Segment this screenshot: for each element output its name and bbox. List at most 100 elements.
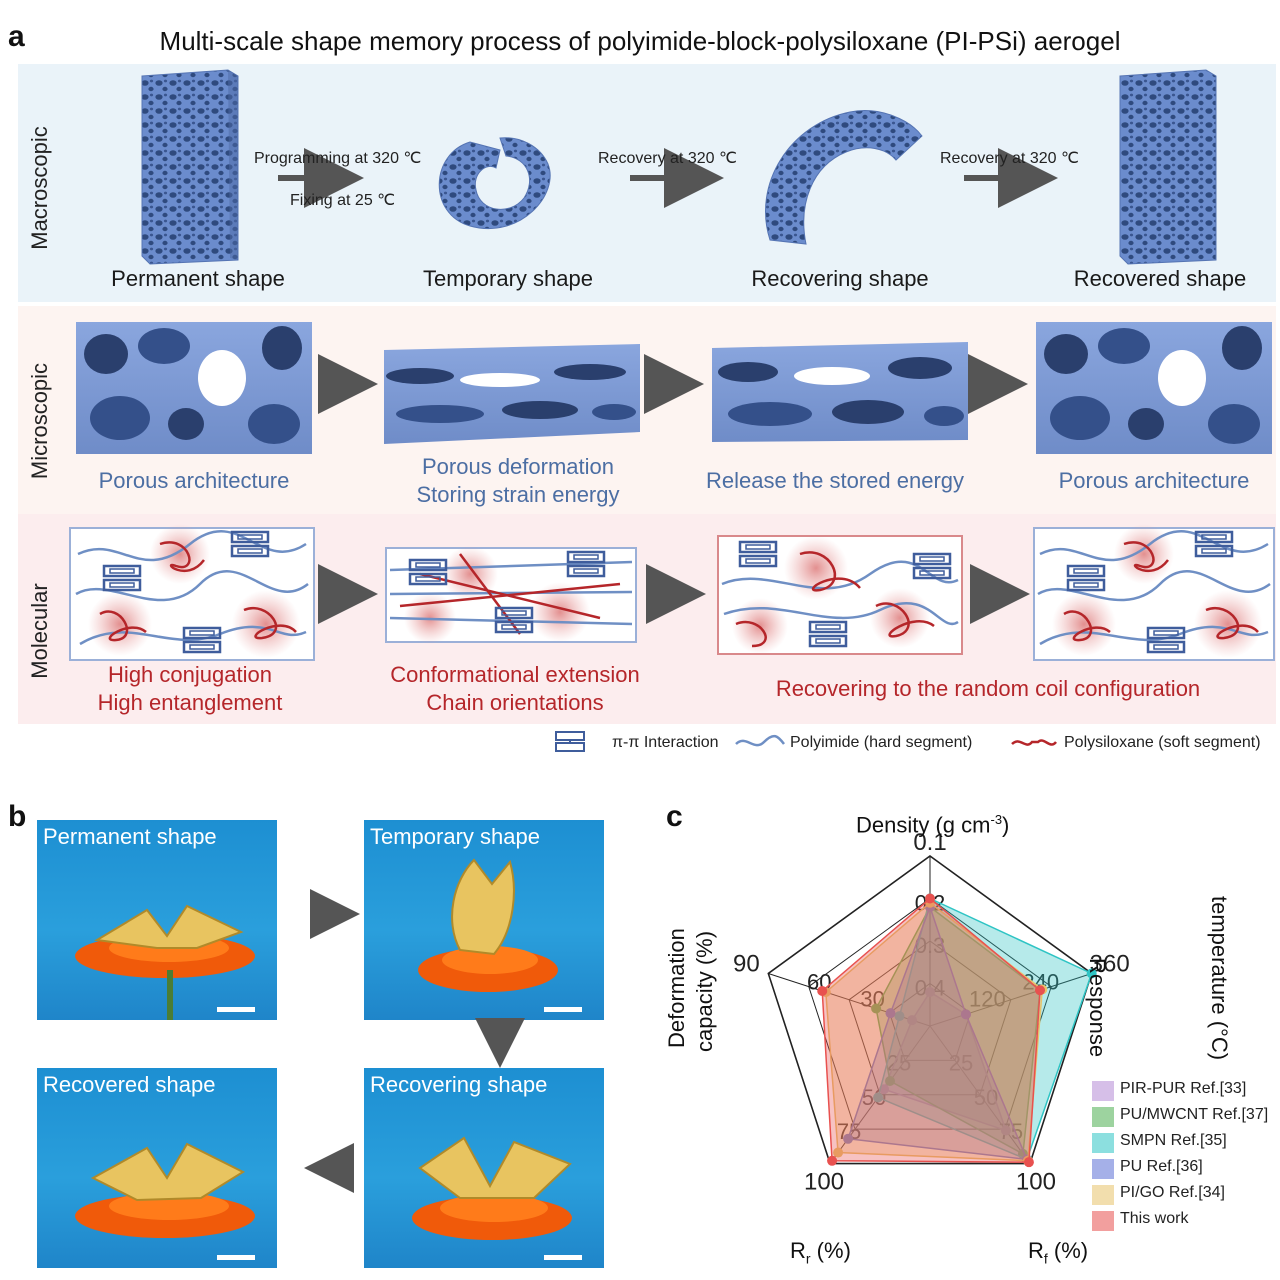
radar-series-area: [821, 897, 1041, 1163]
mol-caption-2-line1: Conformational extension: [390, 662, 640, 687]
recovered-foam-block: [1119, 69, 1217, 265]
legend-item: PI/GO Ref.[34]: [1092, 1182, 1280, 1206]
scale-bar: [544, 1007, 582, 1012]
legend-swatch: [1092, 1211, 1114, 1231]
macroscopic-illustrations: [141, 69, 1217, 265]
molecular-box-3: [717, 535, 963, 655]
arrow1-bottom-label: Fixing at 25 ℃: [290, 192, 396, 209]
radar-grid-ring: [767, 855, 1093, 1165]
scale-bar: [217, 1255, 255, 1260]
radar-point: [1035, 985, 1046, 996]
red-chain-icon: [1011, 739, 1057, 746]
mol-caption-1-line2: High entanglement: [97, 690, 283, 715]
radar-series-area: [825, 901, 1044, 1162]
molecular-box-2: [385, 546, 637, 644]
micro-caption-2-line1: Porous deformation: [422, 454, 614, 479]
axis-title-rf-sub: f: [1043, 1250, 1048, 1267]
radar-point: [885, 1076, 896, 1087]
axis-title-rf-main: R: [1028, 1238, 1044, 1263]
macro-caption-recovered: Recovered shape: [1073, 266, 1247, 291]
radar-tick-label: 0.1: [913, 829, 946, 856]
radar-series: [817, 893, 1097, 1168]
radar-point: [960, 1009, 971, 1020]
porous-structure-releasing: [712, 342, 968, 442]
panel-a-letter: a: [8, 20, 25, 53]
axis-title-density-sup: -3: [990, 812, 1003, 827]
butterfly-on-flower-icon: [75, 1142, 255, 1238]
legend-swatch: [1092, 1185, 1114, 1205]
molecular-illustrations: [69, 524, 1275, 661]
photo-label: Recovering shape: [370, 1072, 548, 1097]
macro-caption-temporary: Temporary shape: [423, 266, 593, 291]
legend-label: PIR-PUR Ref.[33]: [1120, 1080, 1247, 1097]
radar-spoke: [929, 972, 1092, 1027]
radar-point: [1000, 1125, 1011, 1136]
photo-label: Temporary shape: [370, 824, 540, 849]
axis-title-density-main: Density (g cm: [856, 812, 991, 838]
photo-permanent-shape: Permanent shape: [37, 820, 277, 1020]
legend-label: PU Ref.[36]: [1120, 1158, 1203, 1175]
photo-recovered-shape: Recovered shape: [37, 1068, 277, 1268]
axis-title-density: Density (g cm-3): [856, 812, 1009, 838]
molecular-box-1: [69, 524, 315, 661]
radar-grid-ring: [848, 940, 1012, 1096]
axis-title-response-line2: temperature (°C): [1207, 896, 1232, 1061]
axis-title-response-line1: Response: [1085, 958, 1110, 1058]
legend-item: PU/MWCNT Ref.[37]: [1092, 1104, 1280, 1128]
radar-tick-label: 100: [804, 1169, 844, 1196]
mol-caption-2-line2: Chain orientations: [426, 690, 604, 715]
porous-structure-1: [76, 322, 312, 454]
legend-polysiloxane-label: Polysiloxane (soft segment): [1064, 734, 1261, 751]
legend-label: This work: [1120, 1210, 1189, 1227]
mol-caption-3: Recovering to the random coil configurat…: [775, 676, 1201, 701]
axis-title-rr: Rr (%): [790, 1238, 851, 1266]
blue-chain-icon: [735, 734, 785, 747]
radar-series-area: [883, 990, 1008, 1132]
axis-title-deform-line1: Deformation: [664, 928, 689, 1048]
radar-grid-ring: [808, 897, 1052, 1130]
legend-item: This work: [1092, 1208, 1280, 1232]
scale-bar: [217, 1007, 255, 1012]
legend-label: SMPN Ref.[35]: [1120, 1132, 1227, 1149]
radar-tick-label: 25: [949, 1050, 973, 1075]
pi-stack-icon: [555, 731, 585, 752]
radar-point: [873, 1092, 884, 1103]
radar-point: [827, 1155, 838, 1166]
axis-title-rr-sub: r: [805, 1250, 811, 1267]
radar-point: [843, 1133, 854, 1144]
temporary-foam-curl: [438, 137, 551, 229]
legend-icons: [555, 731, 1057, 752]
micro-caption-1: Porous architecture: [98, 468, 290, 493]
legend-item: SMPN Ref.[35]: [1092, 1130, 1280, 1154]
photo-label: Recovered shape: [43, 1072, 216, 1097]
radar-point: [925, 893, 935, 904]
scale-bar: [544, 1255, 582, 1260]
radar-series-area: [847, 904, 1029, 1161]
axis-title-rr-main: R: [790, 1238, 806, 1263]
legend-swatch: [1092, 1159, 1114, 1179]
radar-tick-label: 100: [1016, 1169, 1056, 1196]
butterfly-on-flower-icon: [75, 904, 255, 1020]
legend-swatch: [1092, 1107, 1114, 1127]
butterfly-on-flower-icon: [418, 858, 558, 992]
radar-point: [871, 1003, 882, 1014]
recovering-foam-arc: [765, 110, 923, 245]
arrow3-label: Recovery at 320 ℃: [940, 150, 1079, 167]
radar-tick-label: 90: [733, 950, 760, 977]
radar-chart: 0.10.20.30.43602401202550751002550751009…: [733, 829, 1130, 1196]
mol-caption-1-line1: High conjugation: [108, 662, 272, 687]
radar-point: [817, 985, 828, 996]
micro-caption-3: Release the stored energy: [705, 468, 965, 493]
legend-polyimide-label: Polyimide (hard segment): [790, 734, 973, 751]
axis-title-rf-unit: (%): [1047, 1238, 1089, 1263]
photo-label: Permanent shape: [43, 824, 217, 849]
arrow2-label: Recovery at 320 ℃: [598, 150, 737, 167]
legend-item: PU Ref.[36]: [1092, 1156, 1280, 1180]
radar-point: [925, 987, 935, 997]
porous-structure-deformed: [384, 344, 640, 444]
panel-b-arrows: [304, 889, 525, 1193]
axis-title-density-close: ): [1002, 812, 1010, 838]
panel-b-letter: b: [8, 800, 27, 833]
radar-point: [894, 1011, 905, 1022]
microscopic-illustrations: [76, 322, 1272, 454]
